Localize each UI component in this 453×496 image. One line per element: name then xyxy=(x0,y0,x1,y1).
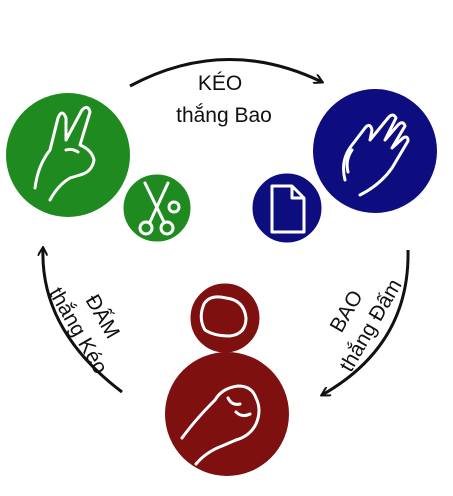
scissors-group xyxy=(6,93,194,245)
arrow-top xyxy=(129,57,322,88)
left-label: ĐẤM thắng Kéo xyxy=(44,283,124,377)
top-label-line1: KÉO xyxy=(198,72,242,95)
top-label-line2: thắng Bao xyxy=(176,104,272,127)
rock-icon xyxy=(199,295,248,338)
fist-icon xyxy=(180,384,261,466)
paper-hand-circle xyxy=(313,89,437,213)
scissors-hand-circle xyxy=(6,93,130,217)
document-icon xyxy=(270,184,306,234)
open-hand-icon xyxy=(342,113,410,197)
rock-hand-circle xyxy=(165,352,289,476)
rock-group xyxy=(165,280,289,476)
scissors-icon xyxy=(138,181,181,236)
arrow-left xyxy=(43,248,123,394)
victory-hand-icon xyxy=(33,105,96,202)
right-label: BAO thắng Đấm xyxy=(326,275,407,375)
arrow-right xyxy=(322,249,410,395)
paper-group xyxy=(249,89,437,246)
